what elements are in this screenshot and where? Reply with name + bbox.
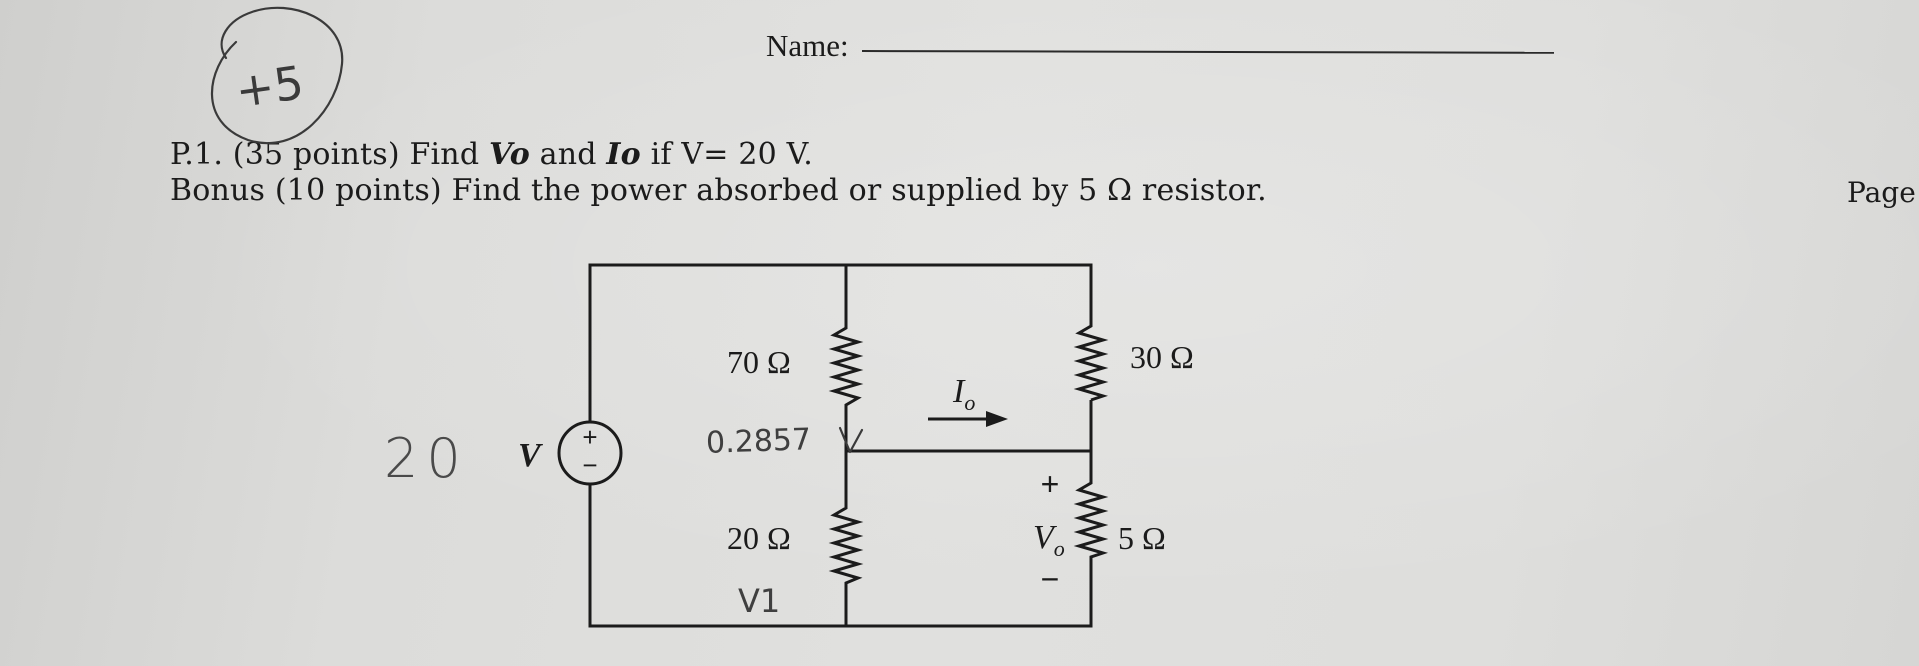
- bonus-statement: Bonus (10 points) Find the power absorbe…: [170, 173, 1267, 208]
- r20-label: 20 Ω: [727, 520, 791, 556]
- problem-suffix: if V= 20 V.: [640, 137, 814, 172]
- resistor-20: [828, 500, 864, 586]
- score-text: +5: [232, 55, 307, 118]
- source-label: V: [518, 437, 543, 474]
- r5-label: 5 Ω: [1118, 520, 1166, 556]
- resistor-5: [1073, 475, 1109, 560]
- voltage-source: [557, 420, 623, 486]
- io-arrow: [928, 411, 1008, 427]
- problem-and: and: [529, 137, 607, 172]
- vo-minus: −: [1041, 561, 1060, 597]
- vo-plus: +: [1041, 466, 1060, 502]
- source-plus: +: [582, 422, 597, 452]
- handwritten-node-note: V1: [738, 582, 780, 620]
- problem-prefix: P.1. (35 points) Find: [170, 137, 489, 172]
- resistor-30: [1073, 318, 1109, 402]
- io-label: Io: [952, 373, 975, 415]
- problem-statement: P.1. (35 points) Find Vo and Io if V= 20…: [170, 137, 813, 172]
- circuit-wires: [588, 263, 1093, 628]
- vo-symbol: Vo: [488, 137, 530, 172]
- handwritten-source-value: 20: [384, 427, 469, 490]
- r70-label: 70 Ω: [727, 344, 791, 380]
- source-minus: −: [582, 450, 597, 480]
- r30-label: 30 Ω: [1130, 339, 1194, 375]
- page-label: Page: [1847, 176, 1916, 209]
- handwritten-current-note: 0.2857: [705, 422, 811, 461]
- handwritten-score: +5: [210, 6, 344, 145]
- vo-label: Vo: [1033, 519, 1065, 561]
- handwritten-down-arrow: [838, 426, 864, 454]
- resistor-70: [828, 320, 864, 410]
- io-symbol: Io: [606, 137, 641, 172]
- name-label: Name:: [766, 28, 849, 63]
